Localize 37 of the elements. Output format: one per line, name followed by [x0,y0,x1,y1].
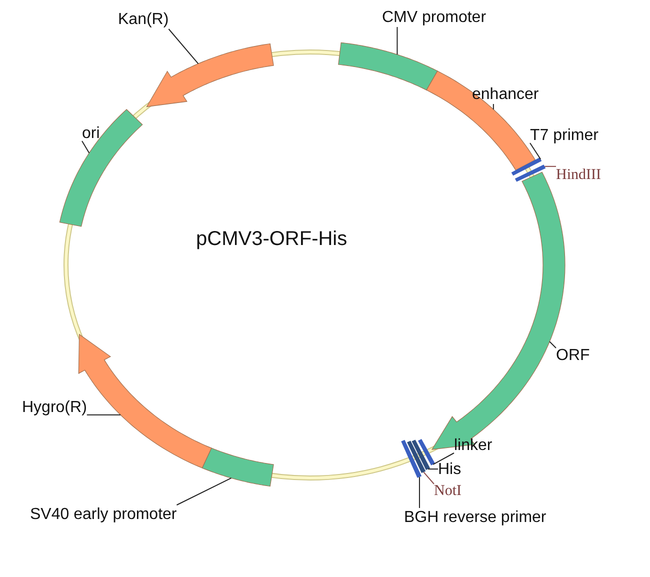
site-marker [418,439,436,466]
feature-segment [202,448,274,487]
site-marker [401,440,422,478]
gene-arrow [146,43,274,108]
leader-line [492,104,494,110]
site-marker [412,440,430,470]
feature-label: Hygro(R) [22,398,87,417]
feature-label: ori [82,124,100,143]
leader-line [428,468,438,470]
restriction-site-label: HindIII [556,166,601,185]
leader-line [423,472,434,484]
feature-label: enhancer [472,85,539,104]
leader-line [86,414,121,416]
leader-line [176,478,232,506]
leader-line [530,142,542,160]
feature-label: His [438,460,462,479]
restriction-site-label: NotI [434,482,462,501]
leader-line [396,26,398,55]
leader-line [418,476,420,508]
feature-label: CMV promoter [382,8,486,27]
plasmid-name: pCMV3-ORF-His [196,228,348,251]
site-marker [511,158,542,176]
leader-line [432,452,454,465]
feature-label: linker [454,436,492,455]
feature-label: BGH reverse primer [404,508,546,527]
feature-label: Kan(R) [118,10,169,29]
feature-segment [59,108,143,227]
site-marker [407,440,426,473]
feature-label: SV40 early promoter [30,505,177,524]
leader-line [168,28,199,64]
leader-line [549,341,556,348]
feature-label: T7 primer [530,126,598,145]
leader-line [82,140,90,154]
feature-segment [338,42,438,90]
site-marker [514,164,546,182]
leader-line [544,166,556,167]
feature-label: ORF [556,346,590,365]
